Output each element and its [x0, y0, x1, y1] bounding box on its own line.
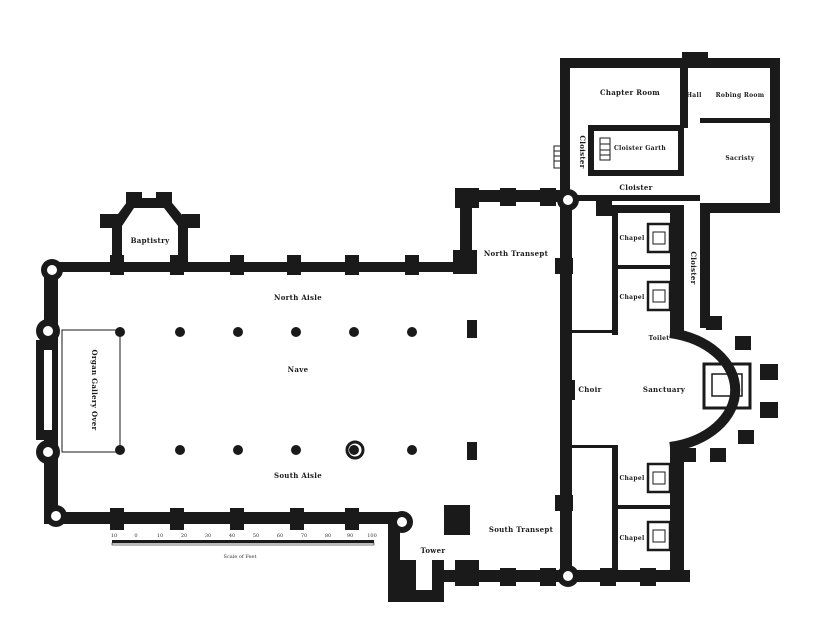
organ-gallery-outline [61, 329, 121, 453]
scale-tick-2: 10 [157, 533, 163, 539]
label-cloister-garth: Cloister Garth [614, 145, 666, 152]
label-chapel-2: Chapel [619, 294, 645, 301]
label-tower: Tower [421, 546, 446, 555]
buttresses [110, 188, 656, 600]
sanctuary-apse [669, 316, 778, 462]
scale-tick-11: 100 [367, 533, 377, 539]
label-north-aisle: North Aisle [274, 293, 322, 302]
scale-tick-10: 90 [347, 533, 353, 539]
label-cloister-right: Cloister [689, 251, 698, 284]
label-chapel-3: Chapel [619, 475, 645, 482]
west-turrets [36, 189, 579, 587]
chapel-altars [646, 222, 672, 552]
cloister-steps [553, 137, 611, 169]
scale-tick-6: 50 [253, 533, 259, 539]
nave-piers [115, 320, 477, 460]
label-south-aisle: South Aisle [274, 471, 322, 480]
label-south-transept: South Transept [489, 525, 554, 534]
label-chapel-4: Chapel [619, 535, 645, 542]
label-north-transept: North Transept [484, 249, 549, 258]
scale-tick-7: 60 [277, 533, 283, 539]
scale-tick-1: 0 [134, 533, 137, 539]
label-toilet: Toilet [649, 335, 670, 342]
scale-caption: Scale of Feet [224, 554, 257, 560]
label-baptistry: Baptistry [131, 236, 171, 245]
label-cloister-top: Cloister [619, 183, 652, 192]
scale-tick-3: 20 [181, 533, 187, 539]
scale-tick-4: 30 [205, 533, 211, 539]
scale-tick-0: 10 [111, 533, 117, 539]
label-sacristy: Sacristy [725, 155, 755, 162]
baptistry [100, 192, 200, 265]
scale-tick-9: 80 [325, 533, 331, 539]
label-cloister-left: Cloister [578, 135, 587, 168]
label-nave: Nave [288, 365, 309, 374]
label-organ-gallery: Organ Gallery Over [90, 350, 99, 431]
label-sanctuary: Sanctuary [643, 385, 686, 394]
scale-tick-8: 70 [301, 533, 307, 539]
label-robing-room: Robing Room [716, 92, 765, 99]
label-choir: Choir [578, 385, 601, 394]
scale-tick-5: 40 [229, 533, 235, 539]
label-hall: Hall [686, 92, 702, 99]
label-chapel-1: Chapel [619, 235, 645, 242]
room-labels: Baptistry North Aisle Nave South Aisle O… [90, 88, 765, 555]
scale-bar: 10 0 10 20 30 40 50 60 70 80 90 100 Scal… [111, 533, 377, 560]
label-chapter-room: Chapter Room [600, 88, 660, 97]
